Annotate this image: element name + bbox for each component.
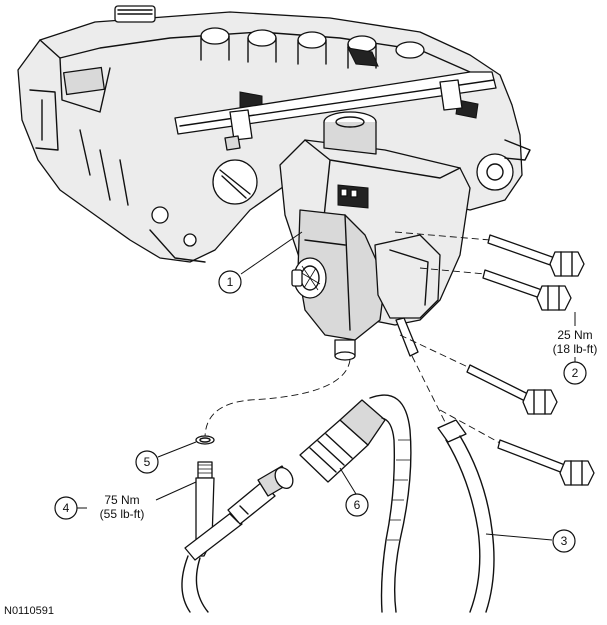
callout-circle xyxy=(345,493,369,517)
o-ring xyxy=(195,435,215,445)
callout-1: 1 xyxy=(218,231,303,294)
coil-towers xyxy=(200,27,425,69)
pipe-fitting-assembly xyxy=(181,359,351,613)
pump-module xyxy=(279,111,471,361)
torque-metric: 25 Nm xyxy=(557,328,592,342)
callout-5: 5 xyxy=(135,441,197,474)
torque-imperial: (55 lb-ft) xyxy=(100,507,145,521)
mounting-bolts xyxy=(394,231,595,486)
electrical-connector-harness xyxy=(299,394,412,613)
callout-number: 1 xyxy=(227,275,234,289)
bolt xyxy=(466,364,558,415)
callout-number: 4 xyxy=(63,501,70,515)
callout-3: 3 xyxy=(485,529,576,553)
callout-circle xyxy=(552,529,576,553)
callout-number: 6 xyxy=(354,498,361,512)
callout-6: 6 xyxy=(339,467,369,517)
bolt xyxy=(497,439,595,486)
torque-imperial: (18 lb-ft) xyxy=(553,342,598,356)
callout-circle xyxy=(218,270,242,294)
bolt xyxy=(482,269,572,311)
callout-number: 3 xyxy=(561,534,568,548)
callout-circle xyxy=(563,361,587,385)
sensor-lead xyxy=(411,355,495,613)
callout-number: 5 xyxy=(144,455,151,469)
cylinder-head-assembly xyxy=(17,5,531,263)
callout-number: 2 xyxy=(572,366,579,380)
callout-4: 4 75 Nm (55 lb-ft) xyxy=(54,481,197,521)
bolt xyxy=(487,234,585,277)
callout-circle xyxy=(135,450,159,474)
torque-metric: 75 Nm xyxy=(104,493,139,507)
figure-id: N0110591 xyxy=(4,605,54,617)
callout-2: 25 Nm (18 lb-ft) 2 xyxy=(553,312,598,385)
